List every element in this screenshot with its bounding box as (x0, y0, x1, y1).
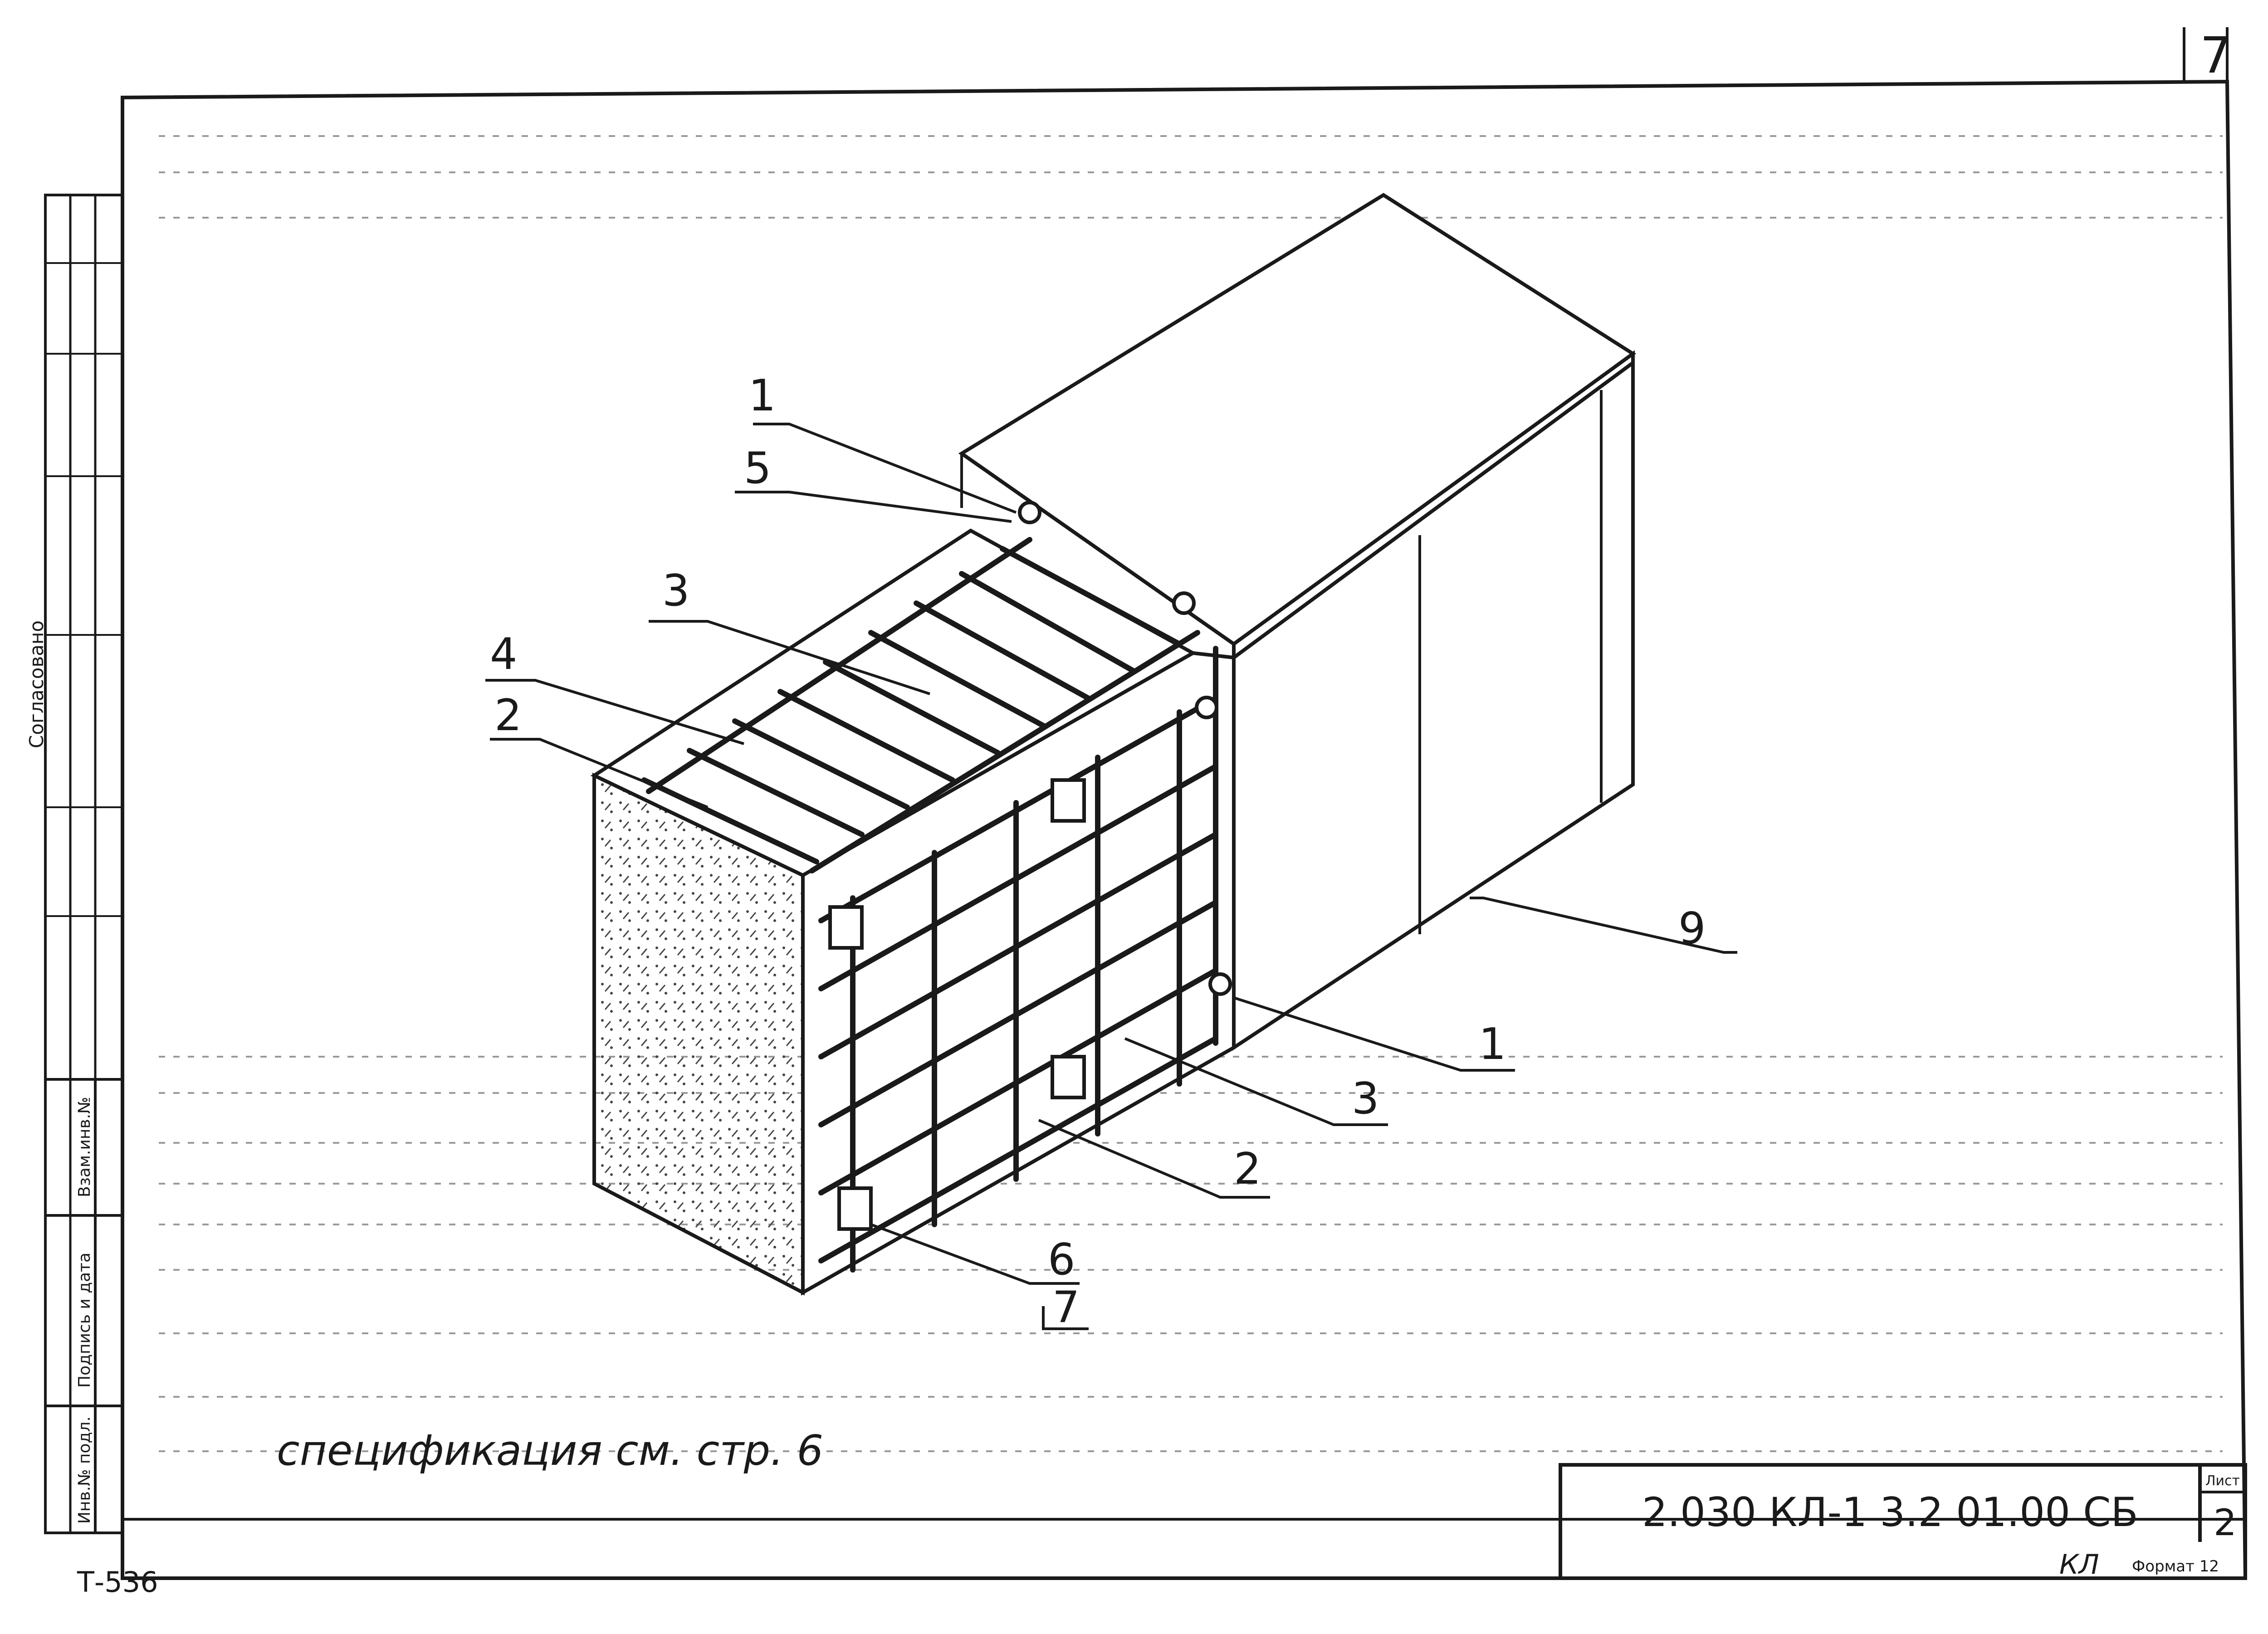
callout-7: 7 (1052, 1283, 1080, 1332)
initials: КЛ (2059, 1549, 2099, 1580)
callout-6: 6 (1048, 1235, 1075, 1285)
callout-3-top: 3 (662, 566, 689, 616)
strip-cell-inventory: Инв.№ подл. (75, 1416, 94, 1524)
callout-labels: 1 5 3 4 2 9 1 3 2 6 7 (490, 371, 1706, 1332)
side-rebar-mesh (818, 646, 1218, 1273)
archive-code: Т-536 (77, 1566, 158, 1599)
assembly-drawing (590, 193, 1637, 1296)
callout-1-right: 1 (1479, 1019, 1506, 1069)
callout-5: 5 (744, 444, 771, 493)
callout-4: 4 (490, 629, 517, 679)
format-label: Формат 12 (2132, 1557, 2219, 1575)
callout-3-right: 3 (1352, 1074, 1379, 1124)
callout-2-left: 2 (494, 691, 522, 741)
strip-cell-replace: Взам.инв.№ (75, 1097, 94, 1197)
sheet-label: Лист (2205, 1473, 2240, 1489)
left-binding-strip: Согласовано Взам.инв.№ Подпись и дата Ин… (25, 194, 124, 1534)
callout-9: 9 (1678, 904, 1706, 954)
approval-label: Согласовано (25, 620, 48, 748)
specification-note: спецификация см. стр. 6 (277, 1426, 823, 1475)
title-block: 2.030 КЛ-1 3.2 01.00 СБ Лист 2 (1559, 1463, 2247, 1580)
top-rebar-group (641, 537, 1200, 873)
sheet-value: 2 (2214, 1502, 2237, 1544)
corner-sheet-number: 7 (2200, 26, 2232, 84)
embedded-parts (828, 501, 1232, 1231)
callout-1-top: 1 (748, 371, 776, 421)
strip-cell-signature: Подпись и дата (75, 1253, 94, 1388)
callout-2-right: 2 (1234, 1144, 1261, 1194)
drawing-designation: 2.030 КЛ-1 3.2 01.00 СБ (1642, 1489, 2138, 1536)
callouts (485, 423, 1737, 1330)
